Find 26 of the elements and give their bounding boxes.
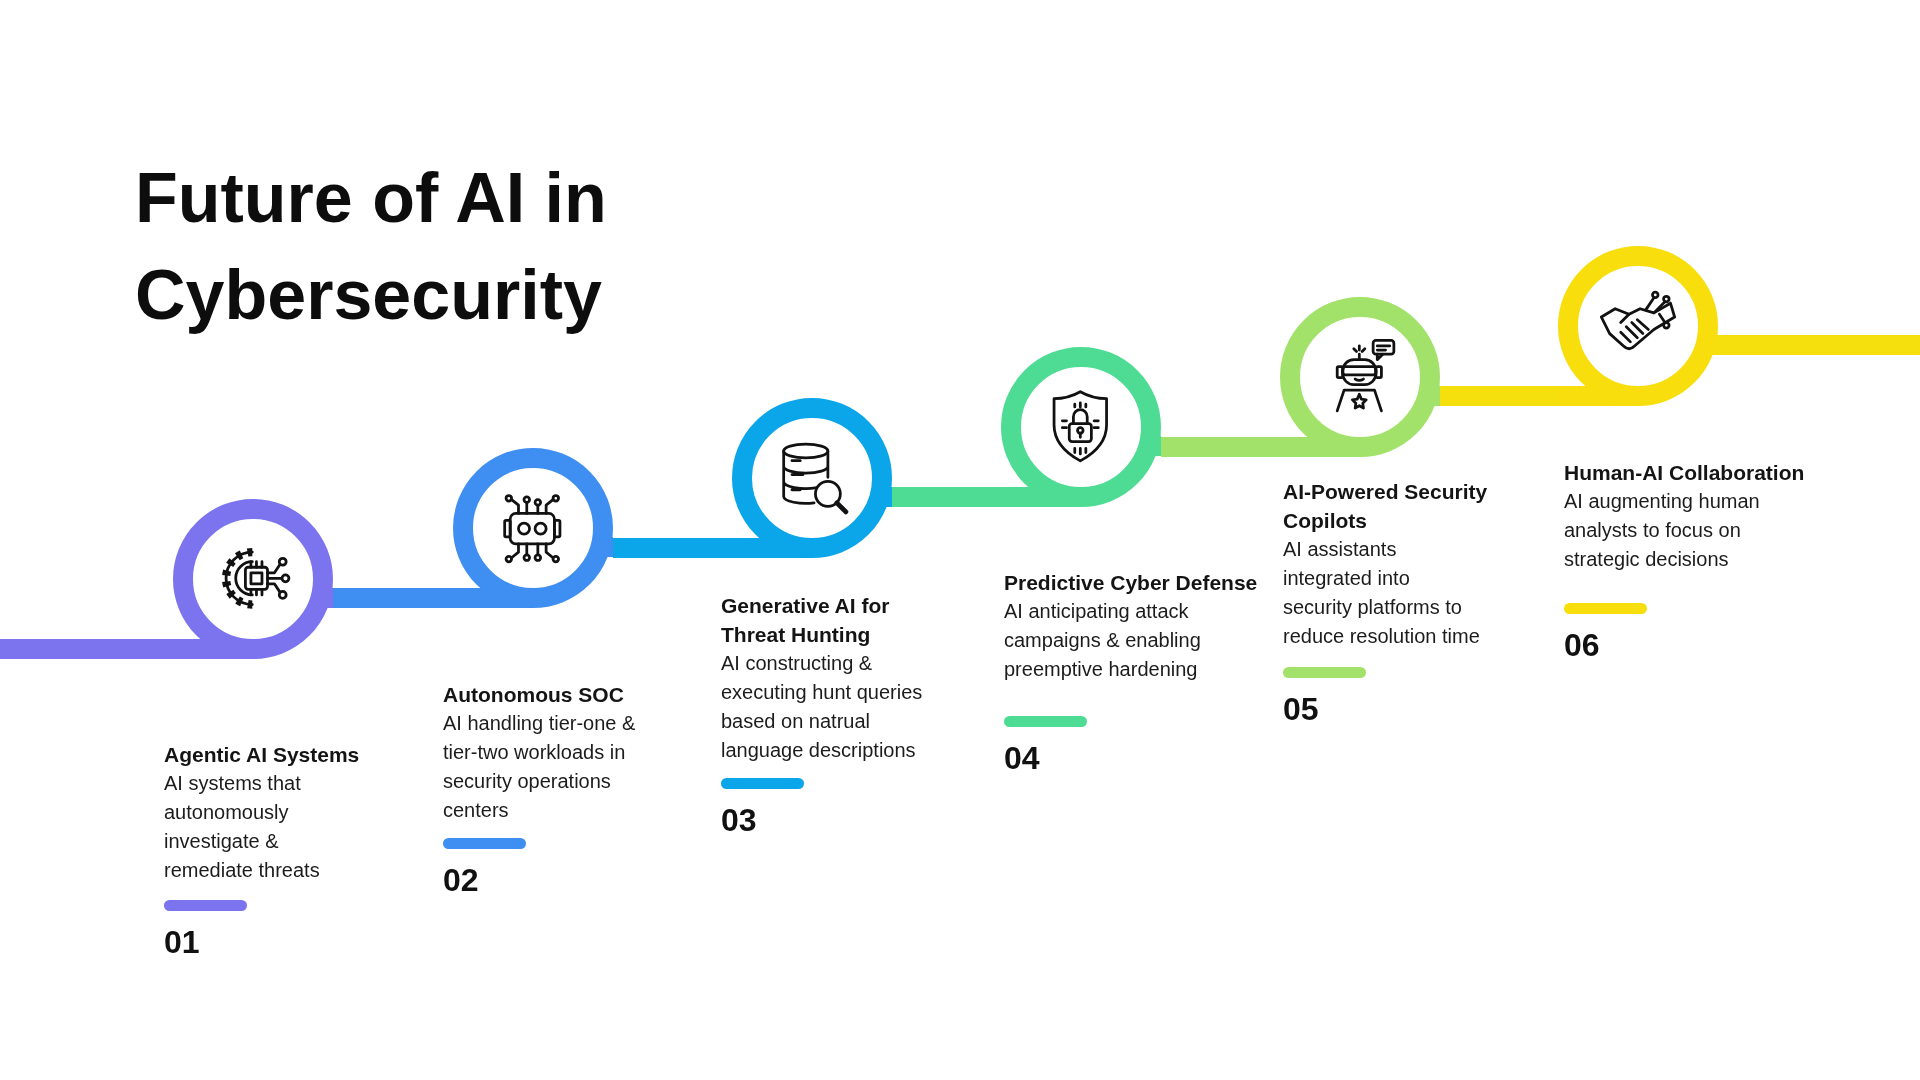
step-number: 02 xyxy=(443,861,479,899)
step-heading: Generative AI for Threat Hunting xyxy=(721,593,891,648)
title: Future of AI in Cybersecurity xyxy=(135,158,608,336)
step-number: 06 xyxy=(1564,626,1600,664)
step-heading: AI-Powered Security Copilots xyxy=(1283,479,1489,534)
step-heading: Human-AI Collaboration xyxy=(1564,460,1805,486)
connector-line xyxy=(1161,437,1280,457)
connector-line xyxy=(1718,335,1920,355)
step-number: 04 xyxy=(1004,739,1040,777)
step-heading: Agentic AI Systems xyxy=(164,742,360,768)
step-description: AI augmenting human analysts to focus on strategic decisions xyxy=(1564,489,1761,572)
step-description: AI constructing & executing hunt queries based on natrual language descriptions xyxy=(721,651,924,763)
step-heading: Predictive Cyber Defense xyxy=(1004,570,1258,596)
connector-line xyxy=(613,538,732,558)
connector-line xyxy=(1440,386,1558,406)
step-number: 03 xyxy=(721,801,757,839)
step-description: AI assistants integrated into security platforms to reduce resolution time xyxy=(1283,537,1481,649)
step-number: 05 xyxy=(1283,690,1319,728)
connector-line xyxy=(0,639,173,659)
step-description: AI anticipating attack campaigns & enabling preemptive hardening xyxy=(1004,599,1202,682)
connector-line xyxy=(333,588,453,608)
step-heading: Autonomous SOC xyxy=(443,682,624,708)
step-number: 01 xyxy=(164,923,200,961)
connector-line xyxy=(892,487,1001,507)
step-description: AI handling tier-one & tier-two workloads in security operations centers xyxy=(443,711,637,823)
step-description: AI systems that autonomously investigate & remediate threats xyxy=(164,771,321,883)
